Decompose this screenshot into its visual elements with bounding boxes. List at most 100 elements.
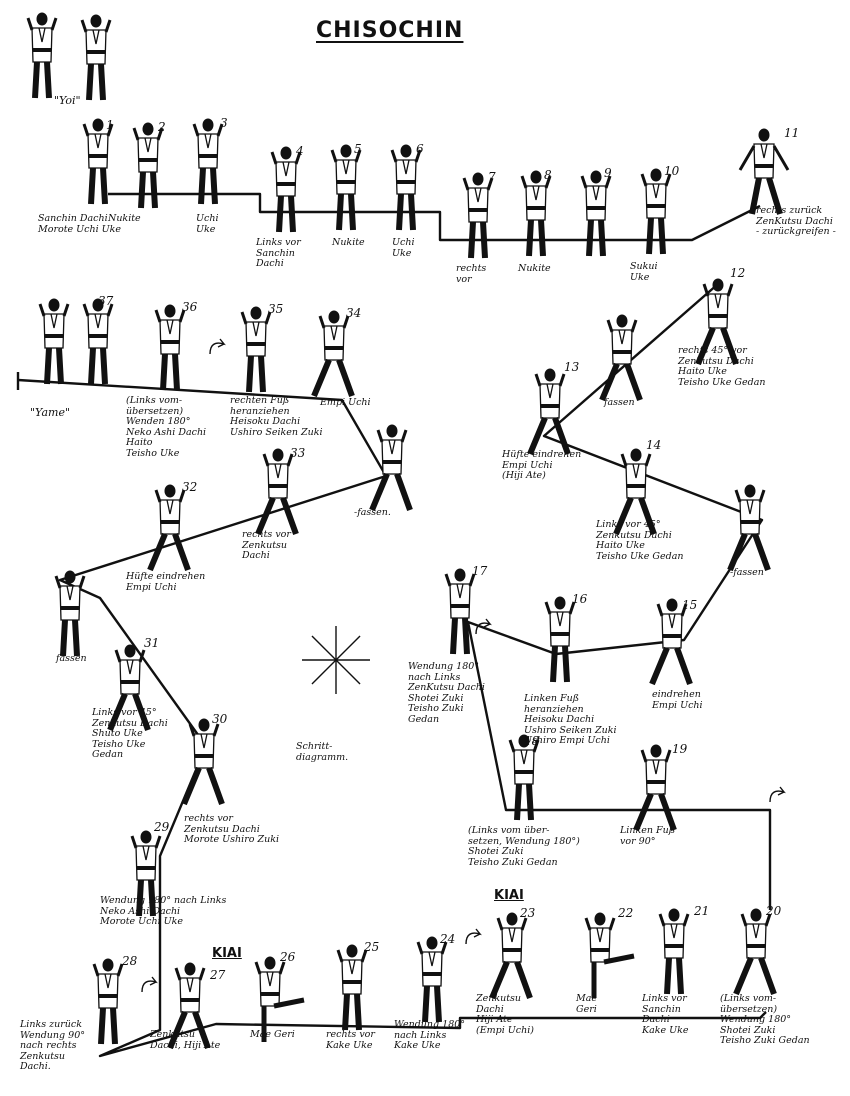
turn-arrow-icon xyxy=(475,618,492,635)
step-label: Mae Geri xyxy=(576,993,598,1015)
step-label: Nukite xyxy=(332,237,365,248)
karateka-figure-icon xyxy=(444,568,476,655)
step-label: Links vor Sanchin Dachi Kake Uke xyxy=(642,993,689,1036)
step-number: 35 xyxy=(268,302,284,316)
step-label: Wendung 180° nach Links Kake Uke xyxy=(394,1019,466,1051)
step-number: 6 xyxy=(416,142,424,156)
karateka-figure-icon xyxy=(649,598,693,686)
karateka-figure-icon xyxy=(54,570,86,657)
karateka-figure-icon xyxy=(508,734,540,821)
step-number: 13 xyxy=(564,360,580,374)
karateka-figure-icon xyxy=(544,596,576,683)
step-label: Zenkutsu Dachi, Hiji Ate xyxy=(150,1029,221,1051)
karateka-figure-icon xyxy=(658,908,690,995)
step-number: 30 xyxy=(212,712,228,726)
step-label: Sanchin Dachi Morote Uchi Uke xyxy=(38,213,122,235)
step-number: 32 xyxy=(182,480,198,494)
karateka-figure-icon xyxy=(640,168,672,255)
step-number: 2 xyxy=(158,120,166,134)
karateka-figure-icon xyxy=(130,830,162,917)
step-label: Links vor 45° Zenkutsu Dachi Haito Uke T… xyxy=(596,519,684,562)
karateka-figure-icon xyxy=(330,144,362,231)
step-number: 12 xyxy=(730,266,746,280)
karateka-figure-icon xyxy=(738,128,790,215)
karateka-figure-icon xyxy=(80,14,112,101)
karateka-figure-icon xyxy=(82,118,114,205)
step-number: 18 xyxy=(524,734,540,748)
step-label: rechts vor Zenkutsu Dachi xyxy=(242,529,291,561)
step-label: fassen xyxy=(604,397,635,408)
step-number: 26 xyxy=(280,950,296,964)
step-number: 27 xyxy=(210,968,226,982)
step-label: (Links vom- übersetzen) Wenden 180° Neko… xyxy=(126,395,207,459)
step-diagram-star-ray xyxy=(335,635,361,661)
karateka-figure-icon xyxy=(599,314,643,402)
step-number: 21 xyxy=(694,904,710,918)
karateka-figure-icon xyxy=(390,144,422,231)
step-label: fassen xyxy=(56,653,87,664)
step-number: 22 xyxy=(618,906,634,920)
karateka-figure-icon xyxy=(416,936,448,1023)
karateka-figure-icon xyxy=(727,484,771,572)
step-number: 20 xyxy=(766,904,782,918)
step-label: Nukite xyxy=(518,263,551,274)
karateka-figure-icon xyxy=(254,956,305,1042)
karateka-figure-icon xyxy=(584,912,635,998)
step-label: -fassen. xyxy=(354,507,391,518)
karateka-figure-icon xyxy=(733,908,777,996)
step-label: (Links vom- übersetzen) Wendung 180° Sho… xyxy=(720,993,810,1046)
step-number: 1 xyxy=(106,118,114,132)
karateka-figure-icon xyxy=(107,644,151,732)
karateka-figure-icon xyxy=(26,12,58,99)
step-diagram-star-ray xyxy=(311,635,337,661)
step-label: Empi Uchi xyxy=(320,397,371,408)
kiai-label-27: KIAI xyxy=(212,946,242,961)
step-number: 19 xyxy=(672,742,688,756)
step-diagram-star-ray xyxy=(335,659,361,685)
turn-arrow-icon xyxy=(209,338,226,355)
step-number: 24 xyxy=(440,932,456,946)
step-label: Links zurück Wendung 90° nach rechts Zen… xyxy=(20,1019,85,1072)
step-number: 29 xyxy=(154,820,170,834)
step-label: rechts vor xyxy=(456,263,487,285)
step-number: 33 xyxy=(290,446,306,460)
step-label: Nukite xyxy=(108,213,141,224)
step-number: 14 xyxy=(646,438,662,452)
step-number: 15 xyxy=(682,598,698,612)
step-label: Wendung 180° nach Links ZenKutsu Dachi S… xyxy=(408,661,485,725)
karateka-figure-icon xyxy=(270,146,302,233)
step-label: Linken Fuß vor 90° xyxy=(620,825,676,847)
step-label: (Links vom über- setzen, Wendung 180°) S… xyxy=(468,825,580,868)
step-number: 5 xyxy=(354,142,362,156)
karateka-figure-icon xyxy=(82,298,114,385)
page-title: CHISOCHIN xyxy=(316,18,464,43)
turn-arrow-icon xyxy=(769,786,786,803)
karateka-figure-icon xyxy=(255,448,299,536)
step-label: rechts 45° vor Zenkutsu Dachi Haito Uke … xyxy=(678,345,766,388)
step-number: 9 xyxy=(604,166,612,180)
start-label: "Yoi" xyxy=(54,94,81,107)
step-label: Links vor 45° Zenkutsu Dachi Shuto Uke T… xyxy=(92,707,168,760)
step-label: Mae Geri xyxy=(250,1029,295,1040)
step-label: rechts zurück ZenKutsu Dachi - zurückgre… xyxy=(756,205,836,237)
step-number: 10 xyxy=(664,164,680,178)
step-label: Wendung 180° nach Links Neko Ashi Dachi … xyxy=(100,895,227,927)
karateka-figure-icon xyxy=(38,298,70,385)
karateka-figure-icon xyxy=(240,306,272,393)
karateka-figure-icon xyxy=(167,962,211,1050)
step-label: Uchi Uke xyxy=(196,213,219,235)
step-number: 4 xyxy=(296,144,304,158)
step-label: Uchi Uke xyxy=(392,237,415,259)
karateka-figure-icon xyxy=(489,912,533,1000)
step-number: 34 xyxy=(346,306,362,320)
step-number: 25 xyxy=(364,940,380,954)
karateka-figure-icon xyxy=(147,484,191,572)
step-number: 28 xyxy=(122,954,138,968)
karateka-figure-icon xyxy=(520,170,552,257)
karateka-figure-icon xyxy=(132,122,164,209)
step-number: 3 xyxy=(220,116,228,130)
karateka-figure-icon xyxy=(336,944,368,1031)
step-number: 36 xyxy=(182,300,198,314)
kiai-label-23: KIAI xyxy=(494,888,524,903)
